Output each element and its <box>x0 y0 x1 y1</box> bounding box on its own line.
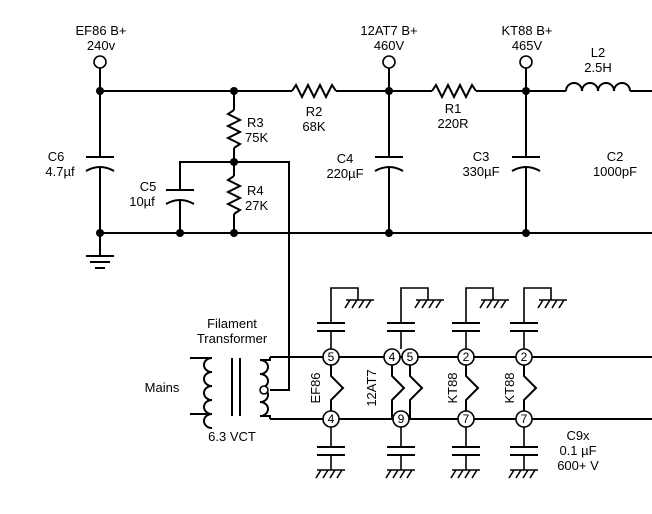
filament-transformer <box>190 357 271 429</box>
tube-ef86-label: EF86 <box>308 372 323 403</box>
tube-kt88-a-label: KT88 <box>445 372 460 403</box>
bypass-caps-top <box>317 287 552 349</box>
pin-kt88-a-top: 2 <box>463 350 470 364</box>
ef86-supply-name: EF86 B+ <box>76 23 127 38</box>
capacitor-c6 <box>85 91 115 233</box>
pin-kt88-a-bottom: 7 <box>463 412 470 426</box>
c4-ref: C4 <box>337 151 354 166</box>
ef86-supply-terminal <box>93 55 107 91</box>
c4-value: 220µF <box>326 166 363 181</box>
kt88-supply-name: KT88 B+ <box>502 23 553 38</box>
tube-kt88-b-label: KT88 <box>502 372 517 403</box>
filament-bias-wire <box>234 161 290 391</box>
c9-value: 0.1 µF <box>559 443 596 458</box>
c2-ref: C2 <box>607 149 624 164</box>
pin-12at7-bottom: 9 <box>398 412 405 426</box>
pin-ef86-bottom: 4 <box>328 412 335 426</box>
transformer-title-line1: Filament <box>207 316 257 331</box>
b-plus-rail <box>100 82 652 100</box>
transformer-title-line2: Transformer <box>197 331 268 346</box>
tube-kt88-a-heater <box>465 357 480 419</box>
r4-value: 27K <box>245 198 268 213</box>
resistor-r4 <box>225 162 243 233</box>
r3-ref: R3 <box>247 115 264 130</box>
l2-ref: L2 <box>591 45 605 60</box>
chassis-grounds-bottom <box>315 469 538 479</box>
c9-rating: 600+ V <box>557 458 599 473</box>
12at7-supply-voltage: 460V <box>374 38 405 53</box>
pin-kt88-b-bottom: 7 <box>521 412 528 426</box>
junction-dots <box>96 87 530 237</box>
c9-ref: C9x <box>566 428 590 443</box>
chassis-grounds-top <box>344 299 567 309</box>
pin-ef86-top: 5 <box>328 350 335 364</box>
resistor-r3 <box>225 91 243 162</box>
ground-symbol <box>86 233 114 269</box>
r2-ref: R2 <box>306 104 323 119</box>
capacitor-c5 <box>165 161 234 233</box>
capacitor-c3 <box>511 91 541 233</box>
c5-ref: C5 <box>140 179 157 194</box>
c2-value: 1000pF <box>593 164 637 179</box>
ef86-supply-voltage: 240v <box>87 38 116 53</box>
r3-value: 75K <box>245 130 268 145</box>
mains-label: Mains <box>145 380 180 395</box>
r1-value: 220R <box>437 116 468 131</box>
tube-12at7-label: 12AT7 <box>364 369 379 406</box>
c3-ref: C3 <box>473 149 490 164</box>
bypass-caps-bottom <box>317 427 538 470</box>
c5-value: 10µf <box>129 194 155 209</box>
pin-kt88-b-top: 2 <box>521 350 528 364</box>
r2-value: 68K <box>302 119 325 134</box>
r4-ref: R4 <box>247 183 264 198</box>
pin-12at7-top-b: 5 <box>407 350 414 364</box>
filament-bus <box>270 356 652 420</box>
pin-circles <box>322 348 533 428</box>
tube-ef86-heater <box>330 357 345 419</box>
kt88-supply-terminal <box>519 55 533 91</box>
r1-ref: R1 <box>445 101 462 116</box>
c6-ref: C6 <box>48 149 65 164</box>
l2-value: 2.5H <box>584 60 611 75</box>
pin-12at7-top-a: 4 <box>389 350 396 364</box>
kt88-supply-voltage: 465V <box>512 38 543 53</box>
c3-value: 330µF <box>462 164 499 179</box>
tube-12at7-heater <box>391 357 424 419</box>
12at7-supply-name: 12AT7 B+ <box>360 23 417 38</box>
12at7-supply-terminal <box>382 55 396 91</box>
capacitor-c4 <box>374 91 404 233</box>
transformer-output-label: 6.3 VCT <box>208 429 256 444</box>
c6-value: 4.7µf <box>45 164 75 179</box>
tube-kt88-b-heater <box>523 357 538 419</box>
